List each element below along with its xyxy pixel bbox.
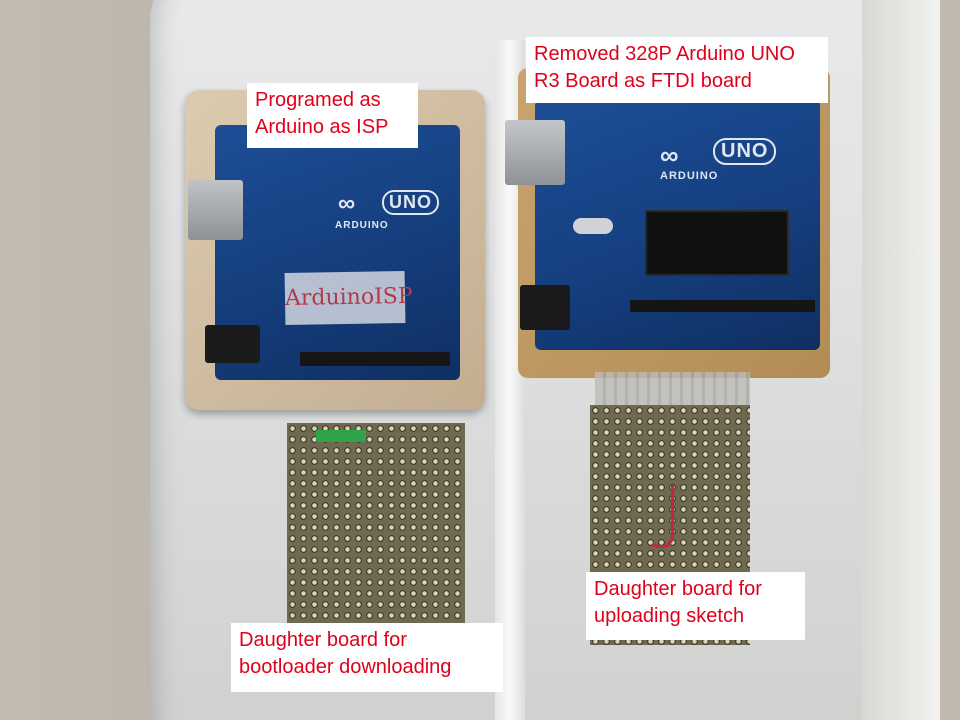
empty-ic-socket xyxy=(645,210,789,276)
infinity-logo-icon: ∞ xyxy=(338,190,357,217)
callout-line: uploading sketch xyxy=(594,605,745,627)
perfboard-bootloader xyxy=(287,423,465,638)
green-header xyxy=(316,430,366,442)
callout-ftdi: Removed 328P Arduino UNO R3 Board as FTD… xyxy=(526,37,828,103)
crystal-oscillator xyxy=(573,218,613,234)
arduino-logo-text: ARDUINO xyxy=(335,220,389,231)
callout-line: bootloader downloading xyxy=(239,656,452,678)
pin-header-right xyxy=(630,300,815,312)
callout-bootloader: Daughter board for bootloader downloadin… xyxy=(231,623,503,692)
callout-line: Daughter board for xyxy=(239,629,407,651)
callout-upload: Daughter board for uploading sketch xyxy=(586,572,805,640)
power-jack-left xyxy=(205,325,260,363)
usb-port-right xyxy=(505,120,565,185)
callout-line: Removed 328P Arduino UNO xyxy=(534,43,795,65)
tray-rim xyxy=(862,0,940,720)
uno-logo: UNO xyxy=(382,190,439,215)
callout-line: Programed as xyxy=(255,89,381,111)
usb-port-left xyxy=(188,180,243,240)
callout-isp: Programed as Arduino as ISP xyxy=(247,83,418,148)
red-jumper-wire xyxy=(648,485,674,548)
pin-header-left xyxy=(300,352,450,366)
uno-logo-right: UNO xyxy=(713,138,777,165)
arduino-isp-sticker: ArduinoISP xyxy=(284,270,413,326)
callout-line: Daughter board for xyxy=(594,578,762,600)
callout-line: Arduino as ISP xyxy=(255,116,389,138)
infinity-logo-icon-right: ∞ xyxy=(660,140,680,170)
power-jack-right xyxy=(520,285,570,330)
callout-line: R3 Board as FTDI board xyxy=(534,70,752,92)
arduino-logo-text-right: ARDUINO xyxy=(660,170,719,182)
